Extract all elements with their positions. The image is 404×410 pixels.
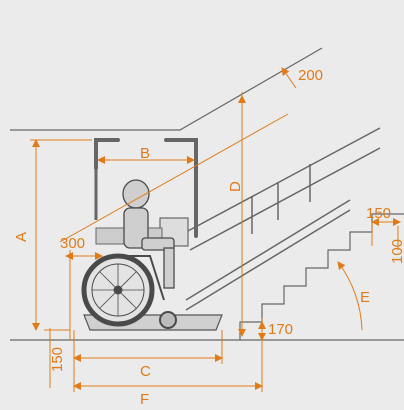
ceiling-line: [10, 47, 323, 131]
lower-rail: [185, 199, 351, 301]
handrail-icon: [185, 127, 381, 311]
upper-rail: [185, 127, 381, 233]
seated-user-icon: [122, 179, 175, 289]
dimension-lines: [30, 67, 401, 392]
nosing-label: 150: [366, 205, 391, 222]
building-outline: [10, 47, 323, 131]
lower-rail-inner: [185, 209, 351, 311]
dimension-d-label: D: [227, 181, 244, 192]
upper-rail-inner: [189, 147, 381, 251]
riser-label: 100: [389, 239, 404, 264]
dimension-a-label: A: [13, 232, 30, 242]
platform-front-label: 300: [60, 235, 85, 252]
stair-side-height-label: 170: [268, 321, 293, 338]
platform-height-label: 150: [49, 347, 66, 372]
dimension-c-label: C: [140, 363, 151, 380]
dimension-b-label: B: [140, 145, 150, 162]
dimension-e-label: E: [360, 289, 370, 306]
dimension-f-label: F: [140, 391, 149, 408]
stair-offset-label: 200: [298, 67, 323, 84]
staircase-icon: [239, 213, 404, 340]
wheelchair-icon: [81, 253, 177, 329]
